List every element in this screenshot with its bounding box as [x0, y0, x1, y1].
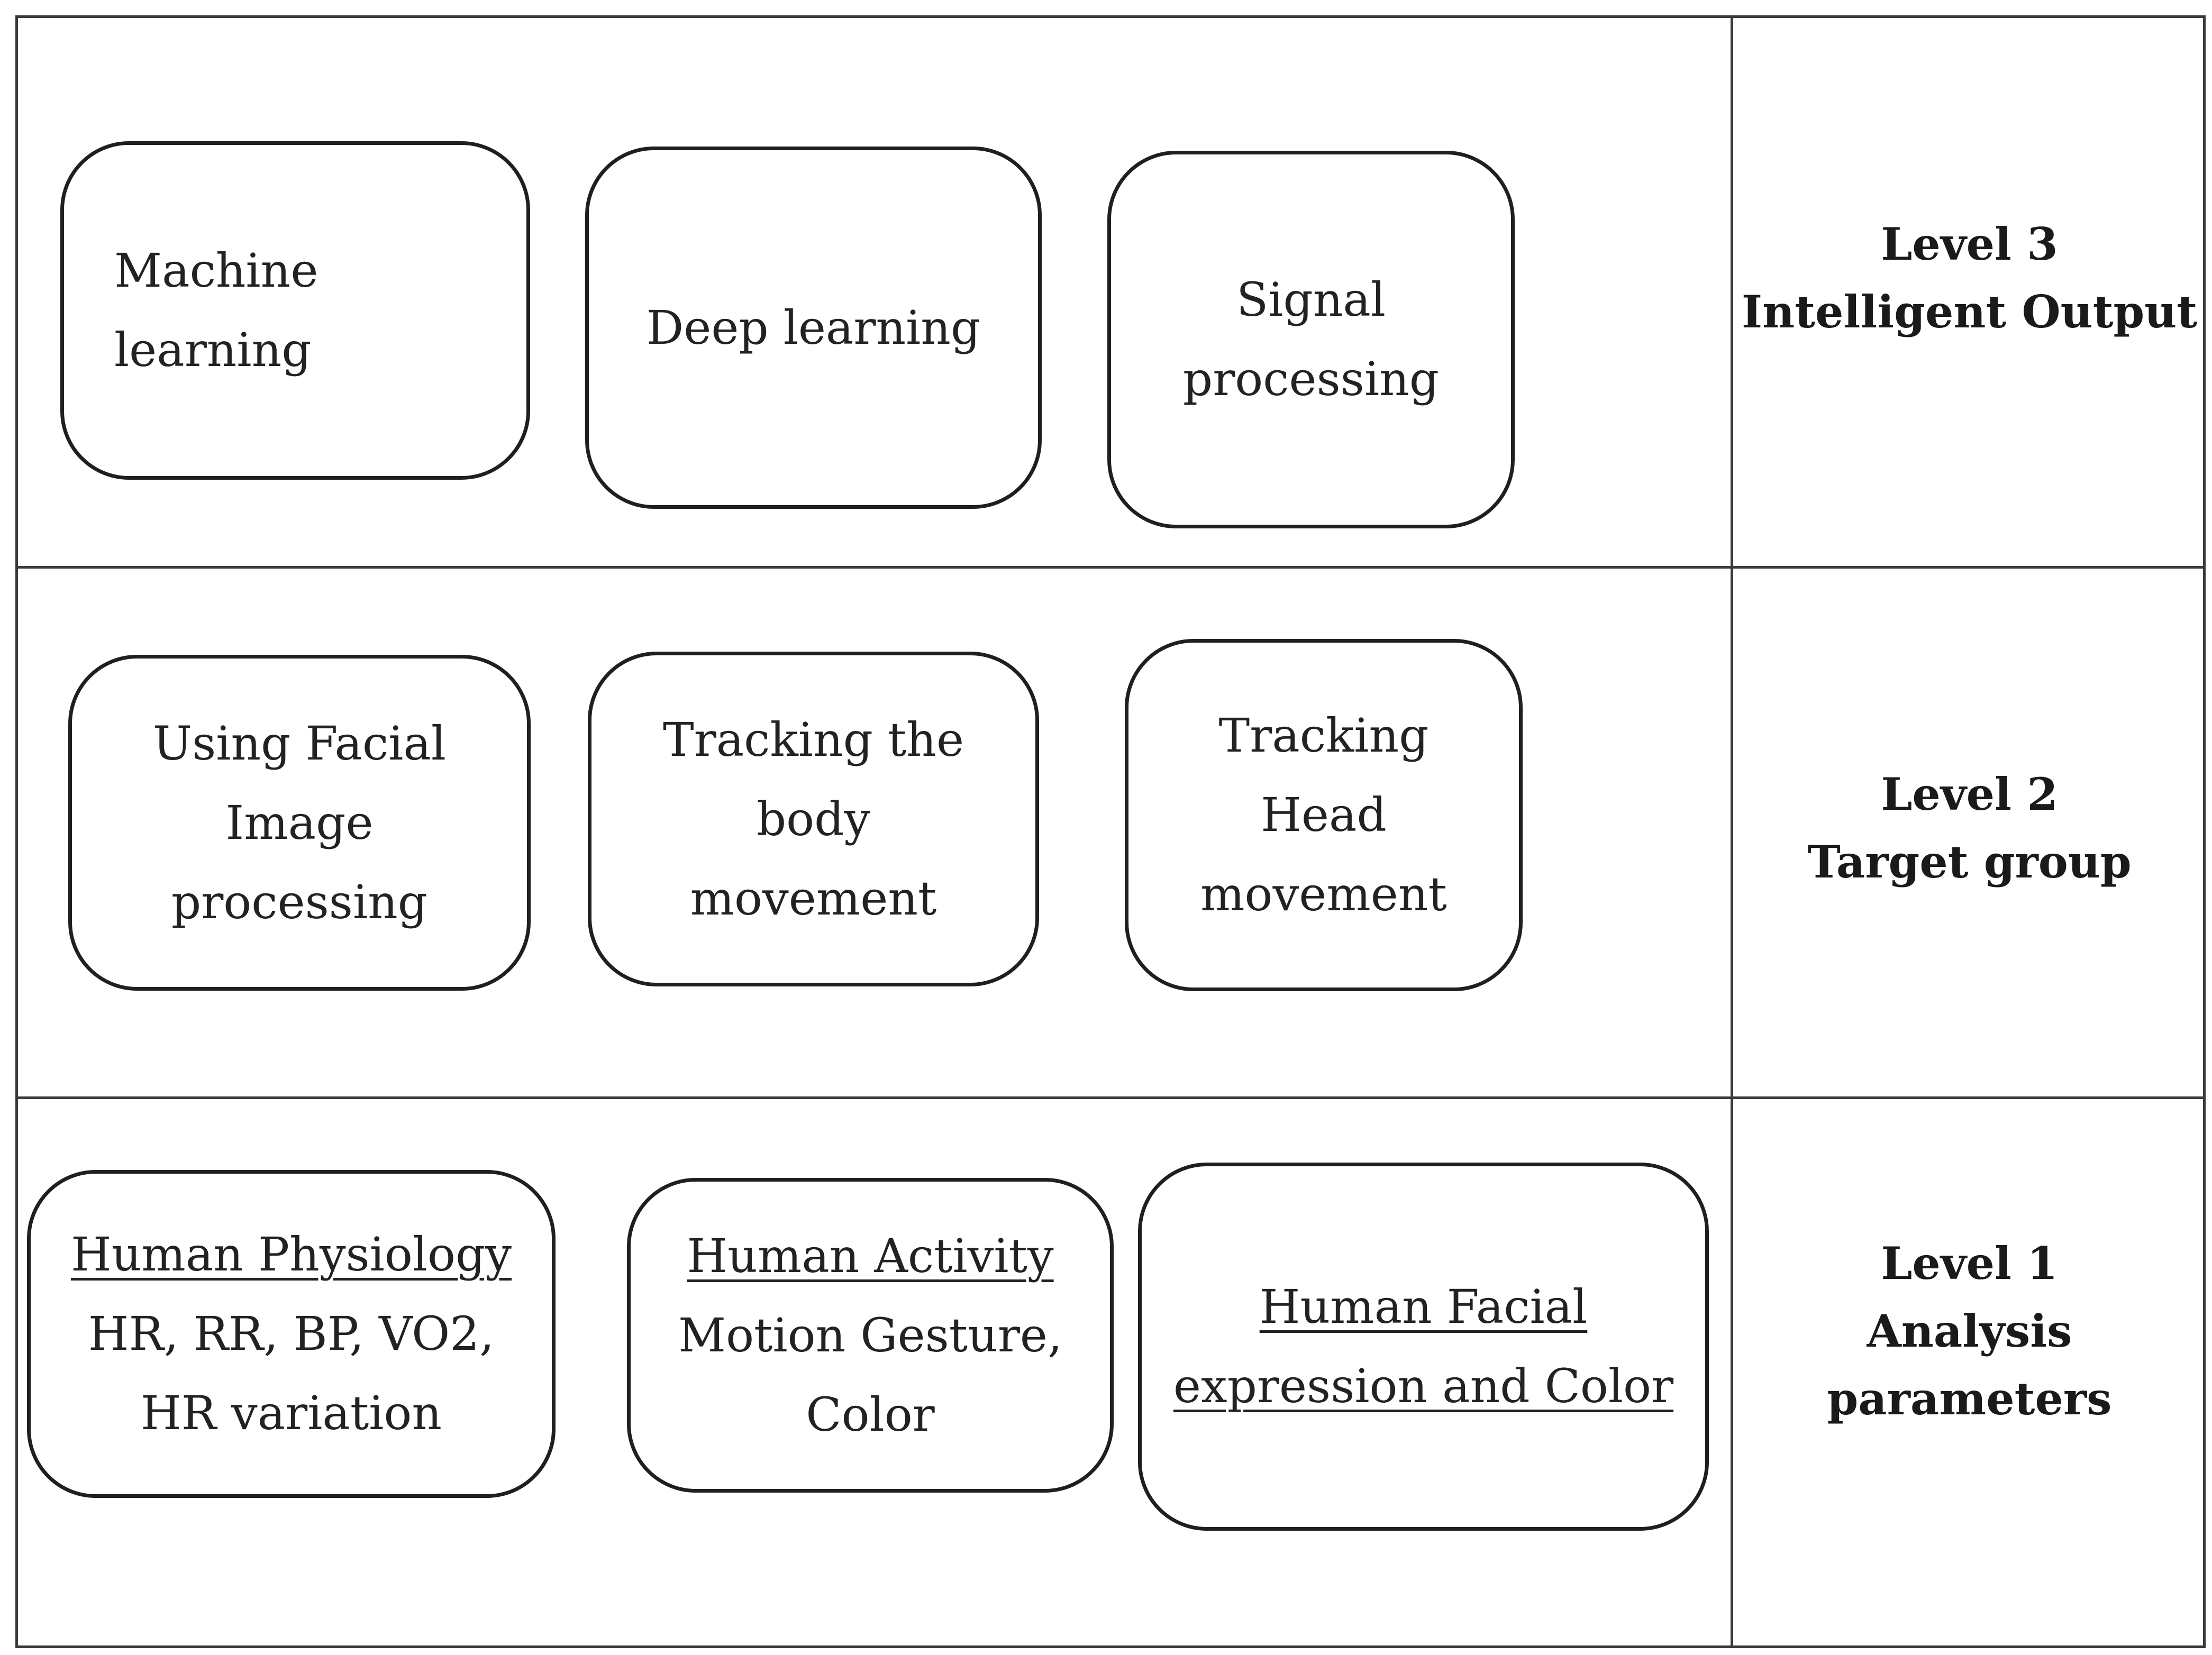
level-subtitle: Intelligent Output: [1741, 286, 2198, 338]
box-text-line: Machine: [114, 243, 318, 298]
row-divider-2: [15, 1096, 2206, 1099]
deep-learning-box: Deep learning: [585, 147, 1042, 509]
box-text-line: Image: [225, 795, 374, 850]
box-text-line: Tracking: [1218, 708, 1429, 763]
level-subtitle: Analysis: [1867, 1305, 2072, 1357]
box-text-line: Tracking the: [662, 712, 964, 767]
box-heading: Human Activity: [687, 1228, 1054, 1283]
box-text-line: movement: [1200, 867, 1447, 921]
box-text-line: learning: [114, 323, 312, 377]
box-text-line: Using Facial: [152, 716, 447, 771]
box-text-line: processing: [171, 874, 428, 929]
row-divider-1: [15, 566, 2206, 569]
level-3-label: Level 3 Intelligent Output: [1733, 211, 2206, 346]
body-movement-tracking-box: Tracking the body movement: [588, 652, 1039, 986]
level-subtitle: parameters: [1827, 1373, 2112, 1425]
head-movement-tracking-box: Tracking Head movement: [1125, 639, 1523, 991]
facial-image-processing-box: Using Facial Image processing: [68, 655, 531, 991]
box-text-line: movement: [690, 871, 937, 926]
outer-frame: [15, 15, 2206, 1648]
box-text-line: Deep learning: [646, 300, 981, 355]
box-text-line: body: [756, 791, 871, 846]
box-text-line: HR, RR, BP, VO2,: [88, 1306, 495, 1361]
box-text-line: Signal: [1236, 272, 1386, 327]
level-title: Level 3: [1881, 218, 2058, 270]
signal-processing-box: Signal processing: [1107, 151, 1515, 528]
box-heading: Human Facial: [1259, 1279, 1588, 1334]
column-divider: [1731, 15, 1733, 1648]
level-1-label: Level 1 Analysis parameters: [1733, 1230, 2206, 1433]
box-text-line: HR variation: [141, 1386, 442, 1440]
box-heading: expression and Color: [1173, 1359, 1674, 1413]
box-text-line: Color: [806, 1387, 935, 1442]
human-facial-box: Human Facial expression and Color: [1138, 1163, 1709, 1531]
level-2-label: Level 2 Target group: [1733, 761, 2206, 896]
machine-learning-box: Machine learning: [60, 141, 530, 480]
level-subtitle: Target group: [1807, 836, 2132, 888]
box-text-line: processing: [1182, 352, 1440, 406]
box-heading: Human Physiology: [70, 1227, 512, 1282]
human-activity-box: Human Activity Motion Gesture, Color: [627, 1178, 1114, 1493]
box-text-line: Head: [1261, 788, 1387, 842]
box-text-line: Motion Gesture,: [678, 1307, 1062, 1363]
level-title: Level 1: [1881, 1237, 2058, 1290]
level-title: Level 2: [1881, 768, 2058, 820]
human-physiology-box: Human Physiology HR, RR, BP, VO2, HR var…: [27, 1170, 556, 1498]
